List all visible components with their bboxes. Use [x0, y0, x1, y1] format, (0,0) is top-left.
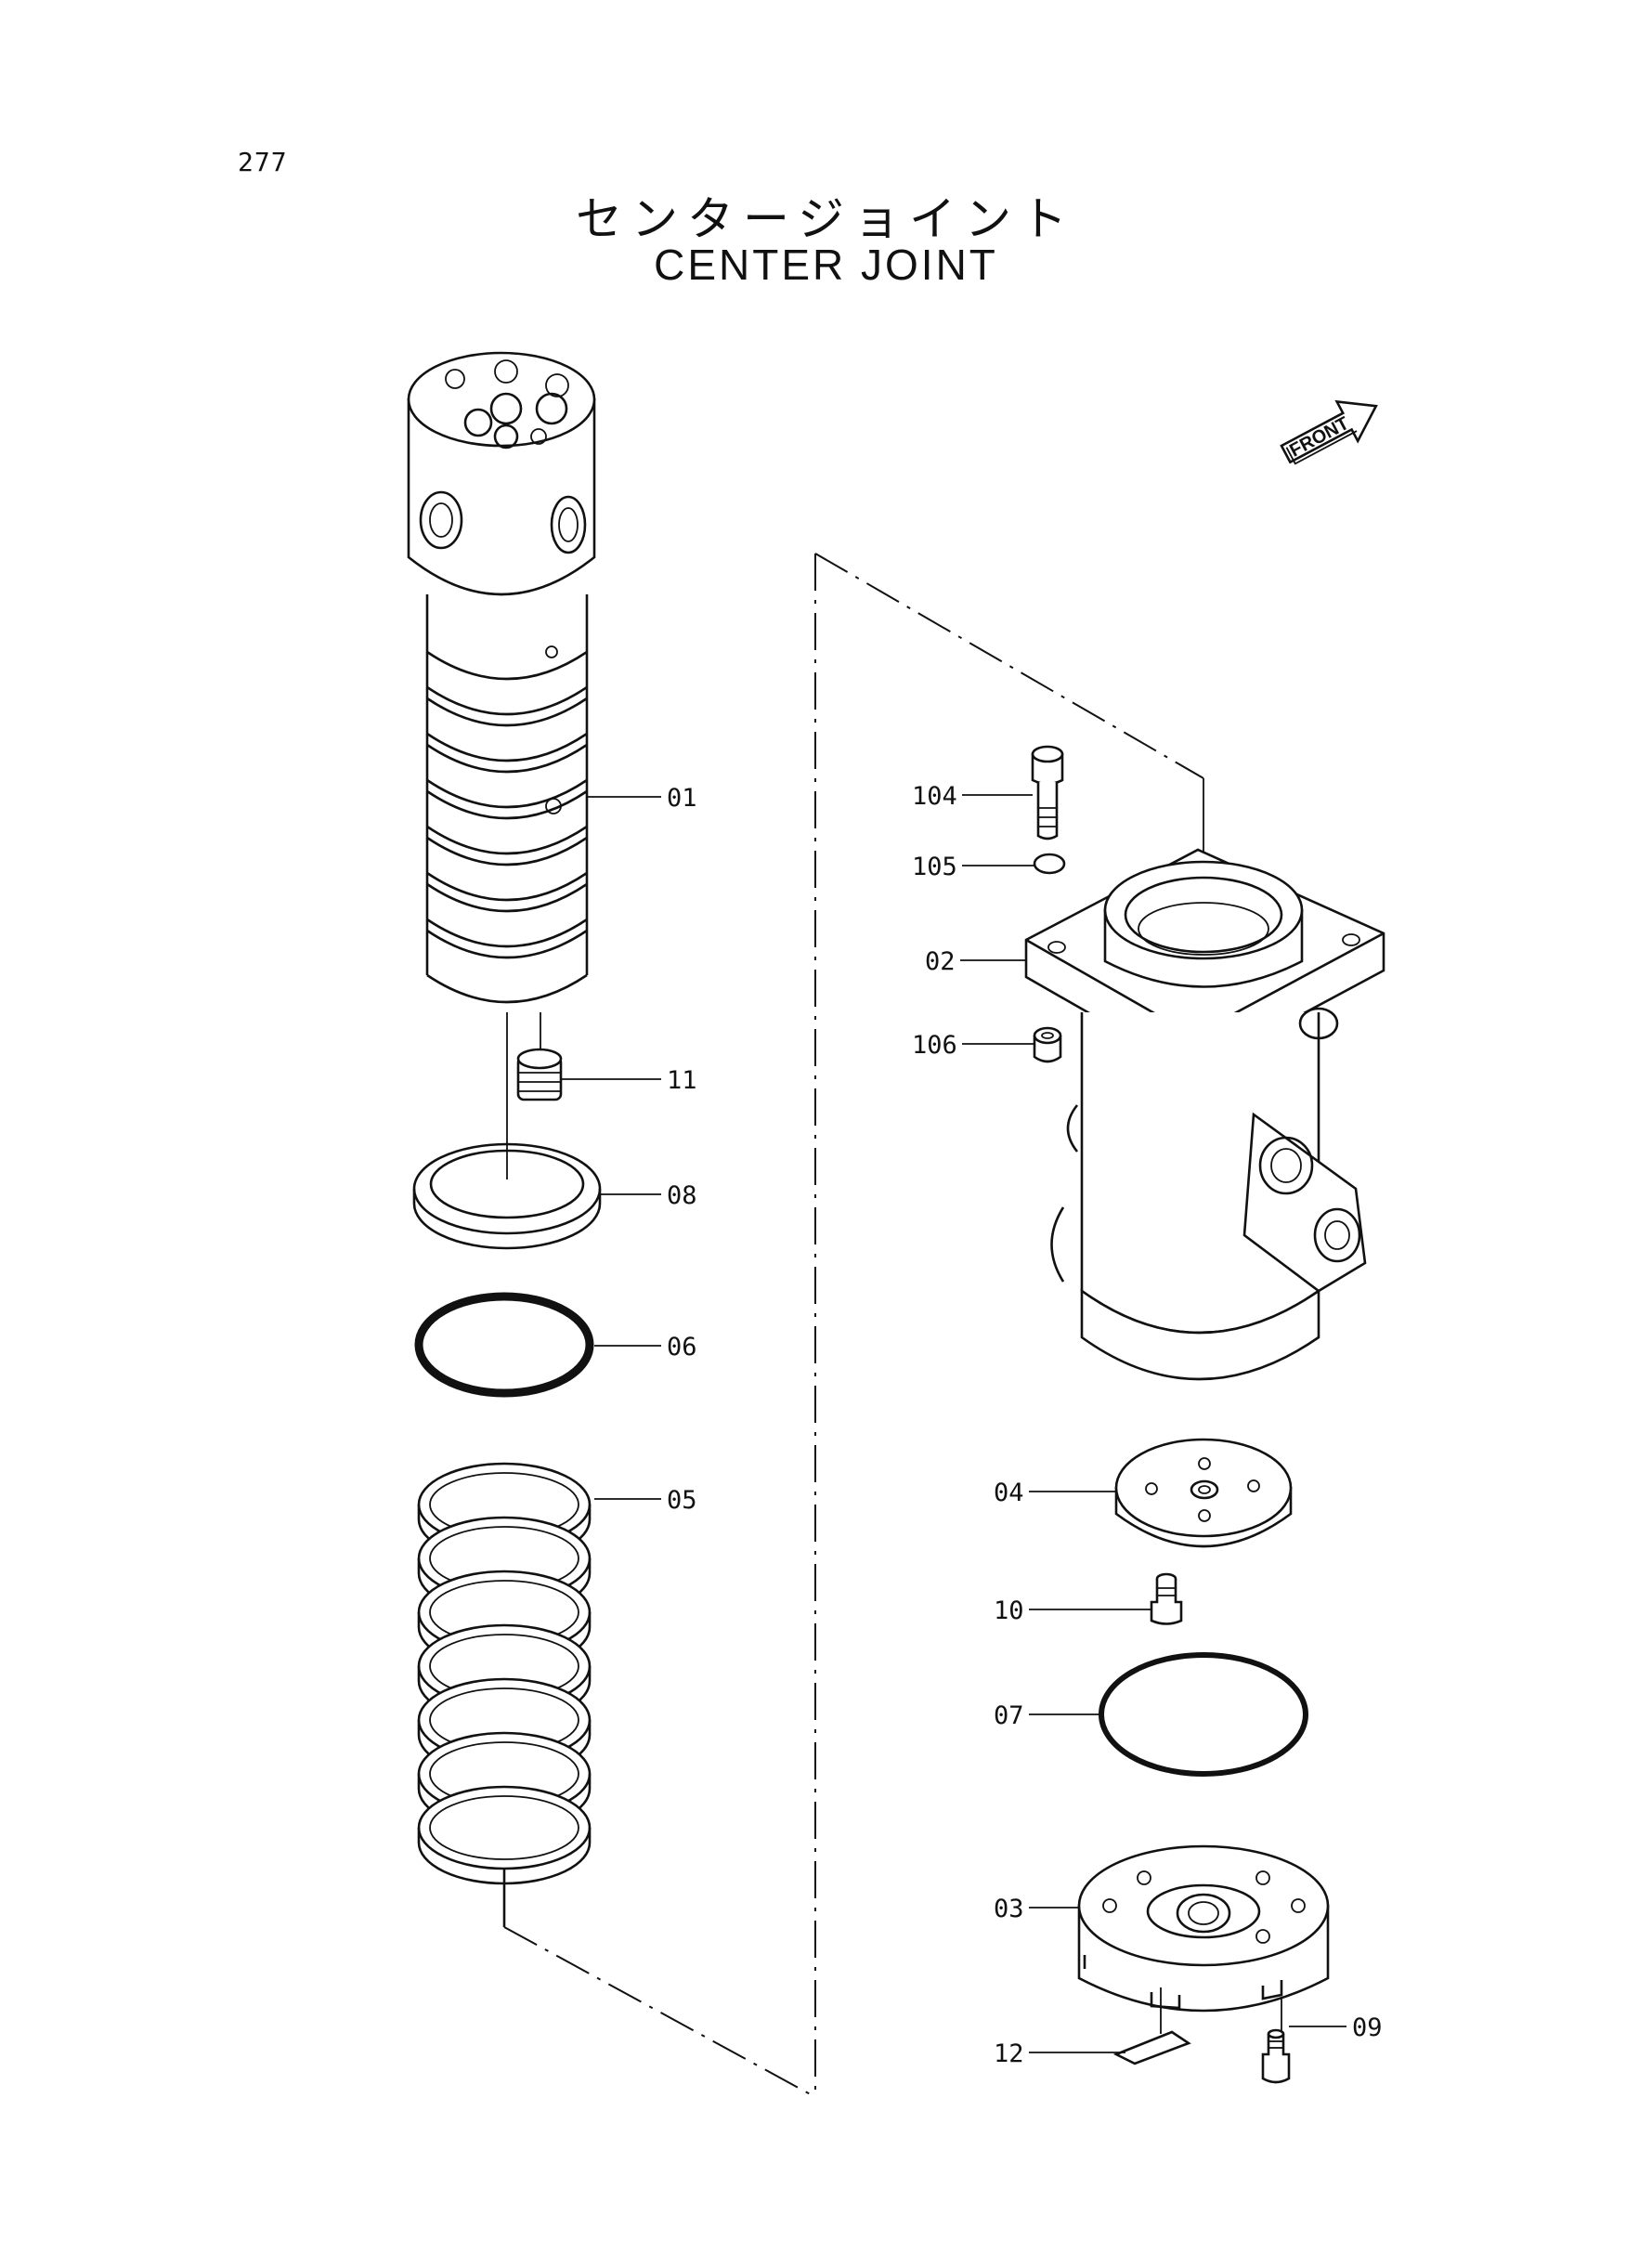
callout-02: 02 [925, 947, 956, 976]
part-12-plate [1112, 1987, 1191, 2065]
front-arrow-icon: FRONT [1280, 399, 1378, 465]
seal-ring [417, 1785, 592, 1870]
callout-09: 09 [1352, 2013, 1383, 2042]
part-08-ring [412, 1142, 602, 1250]
callouts: 01 11 08 06 05 104 105 02 106 04 10 07 0… [561, 782, 1383, 2068]
callout-11: 11 [667, 1066, 697, 1095]
title-english: CENTER JOINT [654, 241, 998, 289]
front-label: FRONT [1286, 413, 1352, 462]
part-10-screw [1150, 1572, 1183, 1625]
part-106-nut [1033, 1026, 1062, 1063]
callout-05: 05 [667, 1486, 697, 1515]
callout-104: 104 [912, 782, 957, 811]
callout-105: 105 [912, 853, 957, 881]
callout-01: 01 [667, 784, 697, 813]
callout-10: 10 [994, 1596, 1024, 1625]
page-number: 277 [238, 147, 288, 177]
callout-106: 106 [912, 1031, 957, 1060]
part-01-spindle [407, 351, 596, 1179]
title-japanese: センタージョイント [576, 192, 1076, 246]
part-05-seal-stack [417, 1462, 592, 1885]
part-04-cover [1114, 1438, 1293, 1548]
part-104-bolt [1031, 745, 1064, 840]
part-06-o-ring [414, 1292, 594, 1398]
part-105-washer [1033, 853, 1066, 875]
part-02-body [1024, 848, 1385, 1381]
callout-07: 07 [994, 1701, 1024, 1730]
part-09-screw [1261, 1997, 1291, 2084]
part-03-base-cap [1077, 1844, 1330, 2013]
part-07-o-ring [1099, 1652, 1308, 1777]
callout-06: 06 [667, 1333, 697, 1362]
callout-08: 08 [667, 1181, 697, 1210]
part-11-plug [516, 1048, 563, 1101]
callout-04: 04 [994, 1479, 1024, 1507]
spindle-grooves [426, 650, 588, 1004]
seal-ring-inner [429, 1795, 579, 1860]
callout-12: 12 [994, 2039, 1024, 2068]
callout-03: 03 [994, 1895, 1024, 1923]
